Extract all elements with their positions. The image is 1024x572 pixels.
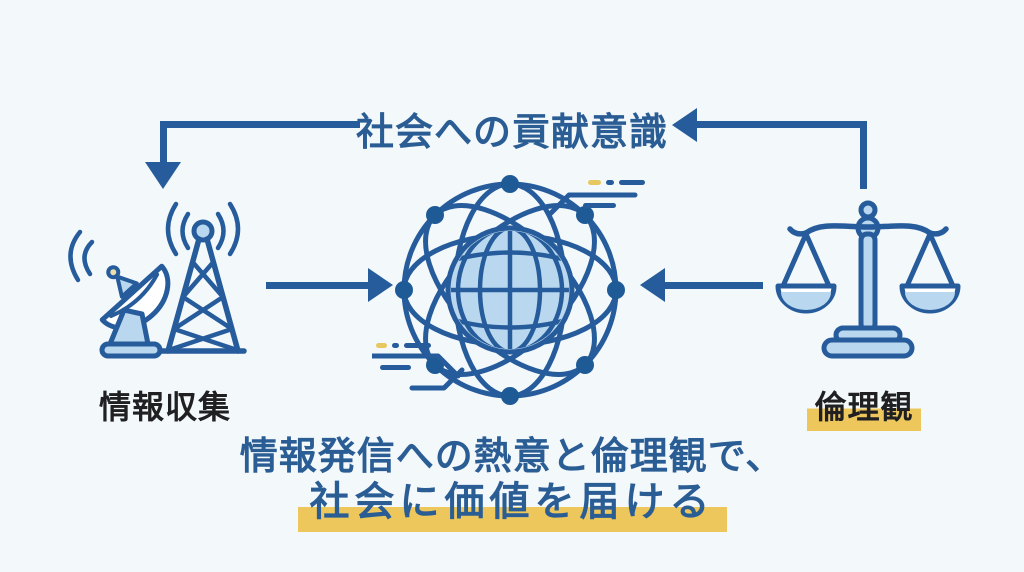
- tagline-line1: 情報発信への熱意と倫理観で、: [239, 436, 785, 478]
- arrow-line-h: [696, 121, 867, 128]
- balance-scale-icon: [775, 200, 961, 359]
- ethics-label: 倫理観: [768, 382, 960, 431]
- ethics-label-text: 倫理観: [807, 389, 921, 431]
- arrow-line-v: [860, 121, 867, 189]
- globe-icon: [445, 225, 575, 355]
- arrow-line-h: [663, 282, 763, 289]
- circuit-lines-top-right: [547, 180, 645, 217]
- network-node-dots: [395, 175, 625, 405]
- tagline-line2: 社会に価値を届ける: [0, 469, 1024, 532]
- satellite-dish-and-radio-tower-icon: [68, 201, 247, 359]
- arrow-right-head-icon: [368, 268, 393, 302]
- globe-network-icon: [372, 175, 645, 405]
- tagline-line2-text: 社会に価値を届ける: [297, 480, 727, 532]
- arrow-line-h: [266, 282, 370, 289]
- contribution-awareness-label: 社会への貢献意識: [355, 112, 668, 154]
- circuit-lines-bottom-left: [372, 343, 465, 391]
- satellite-dish-icon: [68, 229, 171, 359]
- information-gathering-label-text: 情報収集: [98, 389, 231, 425]
- radio-tower-icon: [159, 201, 247, 354]
- arrow-line-h: [160, 121, 360, 128]
- arrow-down-head-icon: [145, 162, 181, 189]
- information-gathering-label: 情報収集: [58, 382, 272, 428]
- arrow-line-v: [160, 121, 167, 165]
- arrow-left-head-icon: [672, 108, 697, 142]
- arrow-left-head-icon: [640, 268, 665, 302]
